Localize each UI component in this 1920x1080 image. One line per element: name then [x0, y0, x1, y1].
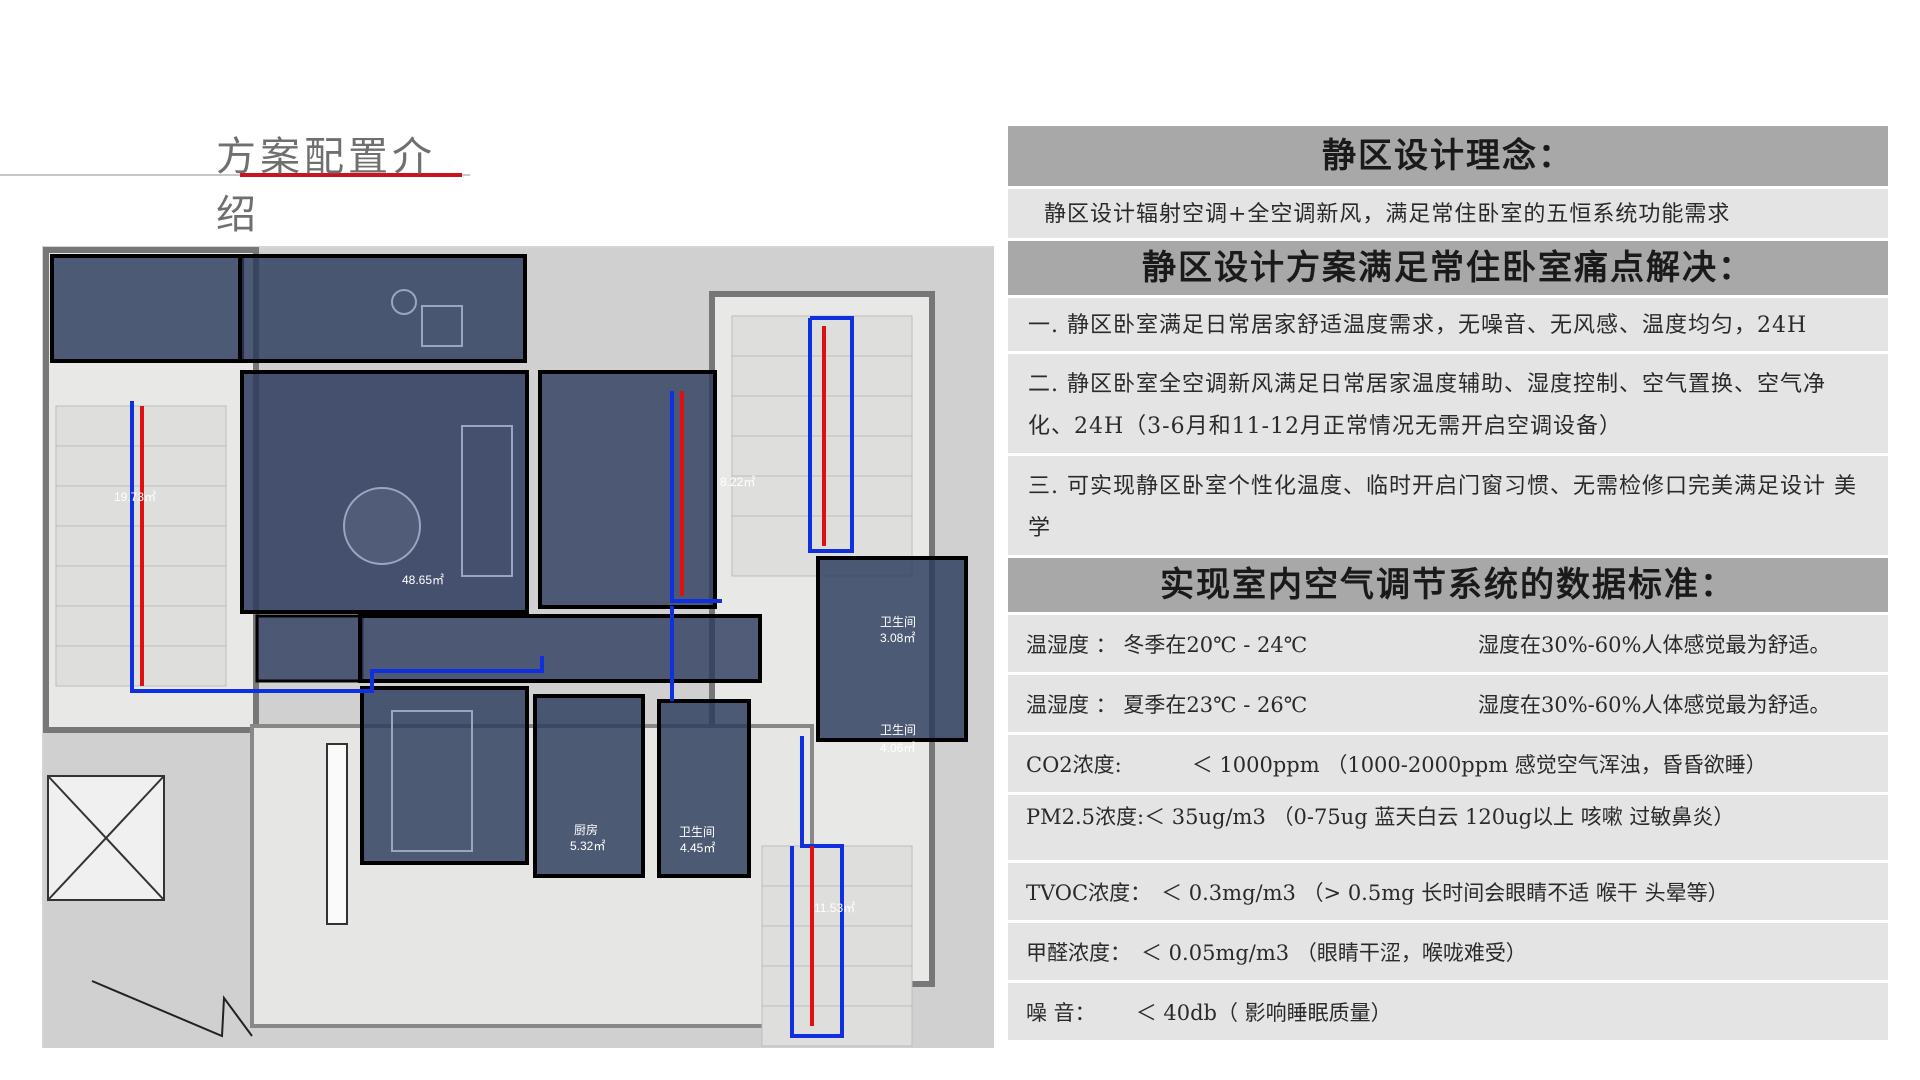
standard-noise: 噪 音： ＜ 40db（ 影响睡眠质量）: [1008, 983, 1888, 1043]
standard-summer-label: 温湿度 ： 夏季在23℃ - 26℃: [1026, 693, 1308, 717]
tvoc-value: ＜ 0.3mg/m3 （> 0.5mg 长时间会眼睛不适 喉干 头晕等）: [1161, 881, 1729, 905]
title-accent-bar: [240, 173, 462, 177]
pain-point-1: 一. 静区卧室满足日常居家舒适温度需求，无噪音、无风感、温度均匀，24H: [1008, 298, 1888, 354]
info-panel: 静区设计理念： 静区设计辐射空调+全空调新风，满足常住卧室的五恒系统功能需求 静…: [1008, 126, 1888, 1043]
pain-point-3: 三. 可实现静区卧室个性化温度、临时开启门窗习惯、无需检修口完美满足设计 美学: [1008, 456, 1888, 558]
standard-tvoc: TVOC浓度： ＜ 0.3mg/m3 （> 0.5mg 长时间会眼睛不适 喉干 头…: [1008, 863, 1888, 923]
section-title-concept: 静区设计理念：: [1008, 126, 1888, 189]
label-kitchen-area: 5.32㎡: [570, 839, 605, 853]
noise-value: ＜ 40db（ 影响睡眠质量）: [1135, 1001, 1392, 1025]
title-area: 方案配置介绍: [0, 120, 470, 238]
standard-summer-humidity: 湿度在30%-60%人体感觉最为舒适。: [1478, 693, 1831, 717]
label-bath2-area: 4.06㎡: [880, 741, 915, 755]
section-title-pain-points: 静区设计方案满足常住卧室痛点解决：: [1008, 241, 1888, 298]
standard-winter: 温湿度 ： 冬季在20℃ - 24℃ 湿度在30%-60%人体感觉最为舒适。: [1008, 615, 1888, 675]
standard-pm25: PM2.5浓度:＜ 35ug/m3 （0-75ug 蓝天白云 120ug以上 咳…: [1008, 795, 1888, 863]
standard-formaldehyde: 甲醛浓度： ＜ 0.05mg/m3 （眼睛干涩，喉咙难受）: [1008, 923, 1888, 983]
stair-area: [47, 743, 348, 925]
co2-label: CO2浓度:: [1026, 753, 1122, 777]
standard-co2: CO2浓度: ＜ 1000ppm （1000-2000ppm 感觉空气浑浊，昏昏欲…: [1008, 735, 1888, 795]
page-title: 方案配置介绍: [216, 134, 436, 238]
label-bath2-name: 卫生间: [880, 723, 916, 737]
section-title-standards: 实现室内空气调节系统的数据标准：: [1008, 558, 1888, 615]
label-living: 48.65㎡: [402, 573, 444, 587]
room-dining: [360, 686, 529, 865]
room-mid-bedroom: [538, 370, 717, 609]
concept-text: 静区设计辐射空调+全空调新风，满足常住卧室的五恒系统功能需求: [1008, 189, 1888, 241]
pain-point-2: 二. 静区卧室全空调新风满足日常居家温度辅助、湿度控制、空气置换、空气净 化、2…: [1008, 354, 1888, 456]
label-bath1-name: 卫生间: [880, 615, 916, 629]
floor-plan-drawing: 19.73㎡ 48.65㎡ 8.22㎡ 卫生间 3.08㎡ 卫生间 4.06㎡ …: [43, 247, 994, 1048]
room-bath-right: [816, 556, 968, 742]
room-top-mid: [238, 254, 527, 363]
formaldehyde-label: 甲醛浓度：: [1026, 941, 1131, 965]
tvoc-label: TVOC浓度：: [1026, 881, 1152, 905]
label-bath1-area: 3.08㎡: [880, 631, 915, 645]
ground-line: [91, 980, 253, 1038]
label-bedroom-br: 11.53㎡: [814, 901, 855, 915]
standard-summer: 温湿度 ： 夏季在23℃ - 26℃ 湿度在30%-60%人体感觉最为舒适。: [1008, 675, 1888, 735]
label-bath3-name: 卫生间: [679, 825, 715, 839]
standard-winter-humidity: 湿度在30%-60%人体感觉最为舒适。: [1478, 633, 1831, 657]
label-bedroom-mid: 8.22㎡: [720, 475, 755, 489]
formaldehyde-value: ＜ 0.05mg/m3 （眼睛干涩，喉咙难受）: [1141, 941, 1527, 965]
room-corridor-left: [255, 614, 364, 683]
room-bath-bottom: [657, 699, 751, 878]
room-kitchen: [533, 694, 645, 878]
label-bedroom-left: 19.73㎡: [114, 490, 156, 504]
noise-label: 噪 音：: [1026, 1001, 1096, 1025]
furniture: [343, 289, 513, 852]
co2-value: ＜ 1000ppm （1000-2000ppm 感觉空气浑浊，昏昏欲睡）: [1191, 753, 1767, 777]
room-top-left: [50, 254, 244, 363]
label-bath3-area: 4.45㎡: [680, 841, 715, 855]
area-labels: 19.73㎡ 48.65㎡ 8.22㎡ 卫生间 3.08㎡ 卫生间 4.06㎡ …: [114, 475, 916, 915]
standard-winter-label: 温湿度 ： 冬季在20℃ - 24℃: [1026, 633, 1308, 657]
pm25-value: ＜ 35ug/m3 （0-75ug 蓝天白云 120ug以上 咳嗽 过敏鼻炎）: [1144, 805, 1735, 829]
pm25-label: PM2.5浓度:: [1026, 805, 1145, 829]
title-underline: [0, 174, 470, 176]
floor-plan: 19.73㎡ 48.65㎡ 8.22㎡ 卫生间 3.08㎡ 卫生间 4.06㎡ …: [42, 246, 994, 1048]
room-overlays: [50, 254, 968, 878]
label-kitchen-name: 厨房: [574, 822, 598, 837]
hvac-pipes: [130, 316, 854, 1038]
